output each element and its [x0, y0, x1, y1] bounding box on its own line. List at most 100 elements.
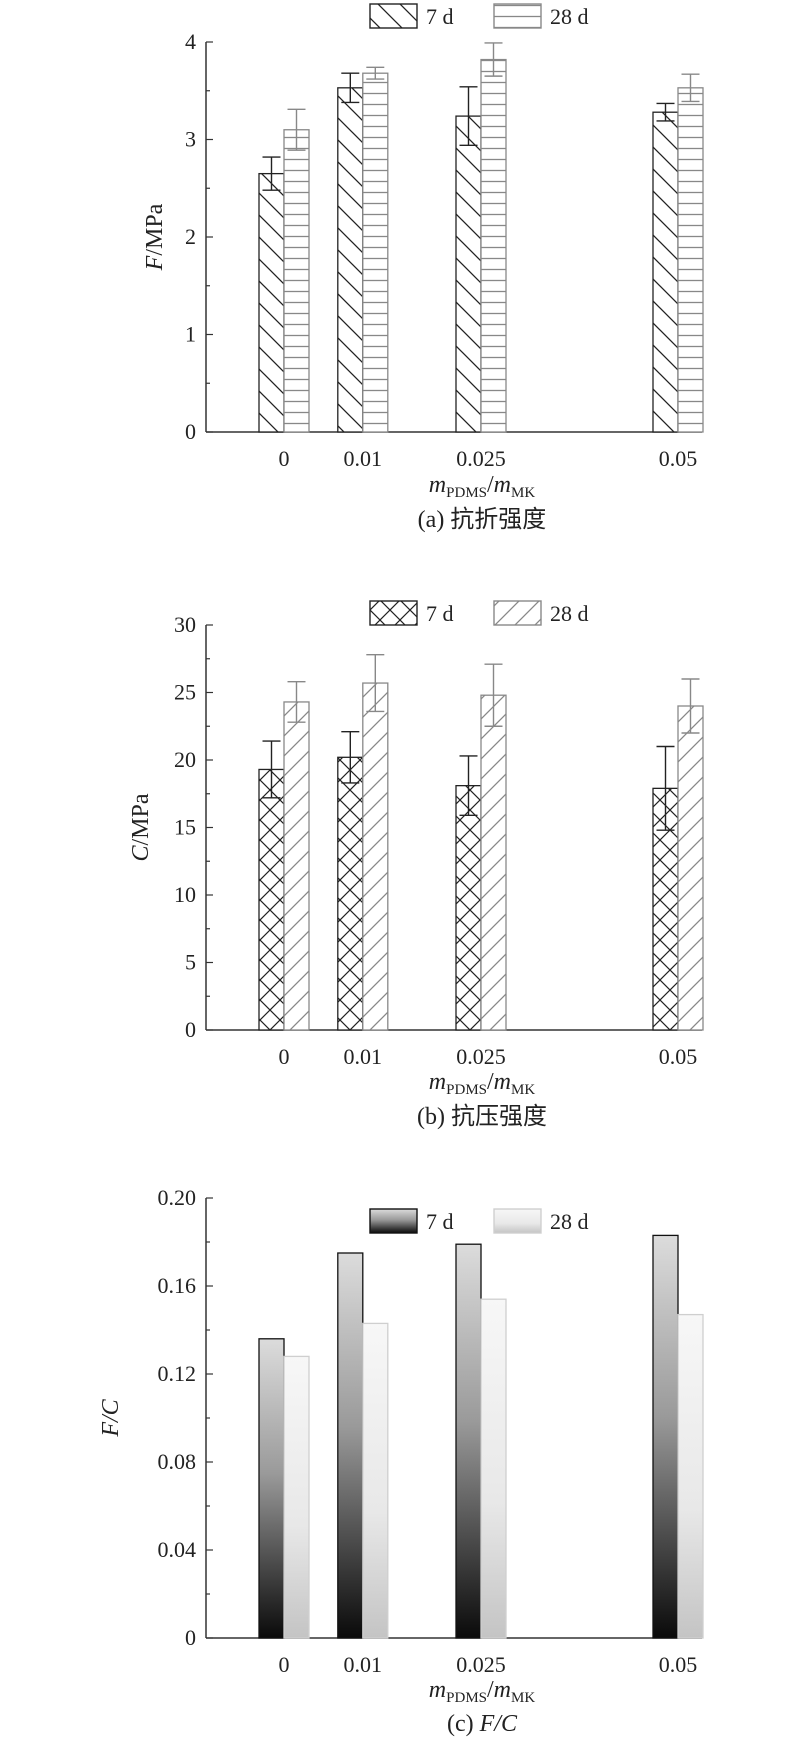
bar-7d	[652, 1234, 679, 1639]
x-axis-label: mPDMS/mMK	[429, 472, 536, 501]
y-tick-label: 25	[174, 680, 196, 705]
y-tick-label: 2	[185, 224, 196, 249]
x-tick-label: 0	[279, 446, 290, 471]
bar-7d	[337, 756, 364, 1031]
bar-28d	[480, 58, 507, 433]
legend-label: 28 d	[550, 1209, 589, 1234]
error-bar	[656, 102, 675, 122]
y-tick-label: 0.20	[158, 1185, 197, 1210]
error-bar	[287, 108, 306, 151]
y-axis-label: F/MPa	[142, 203, 168, 271]
legend-label: 7 d	[426, 601, 454, 626]
x-tick-label: 0	[279, 1044, 290, 1069]
error-bar	[656, 745, 675, 831]
bar-28d	[677, 1313, 704, 1639]
bar-28d	[480, 1298, 507, 1639]
x-tick-label: 0.05	[659, 1652, 698, 1677]
y-tick-label: 30	[174, 612, 196, 637]
error-bar	[366, 66, 385, 80]
x-tick-label: 0.01	[344, 446, 383, 471]
error-bar	[484, 42, 503, 77]
x-label-num-sub: PDMS	[446, 1690, 487, 1706]
bar-7d	[652, 111, 679, 433]
x-tick-label: 0.05	[659, 1044, 698, 1069]
bar-28d	[283, 1355, 310, 1639]
y-tick-label: 0	[185, 1625, 196, 1650]
legend-swatch	[369, 600, 418, 626]
y-axis-label-var: C	[128, 845, 154, 862]
bar-7d	[455, 1243, 482, 1639]
y-axis-label-unit: /MPa	[142, 203, 168, 255]
y-axis-label-var: F/C	[98, 1398, 124, 1437]
bar-28d	[362, 72, 389, 433]
x-axis-label: mPDMS/mMK	[429, 1069, 536, 1098]
x-axis-label: mPDMS/mMK	[429, 1677, 536, 1706]
legend-swatch	[493, 600, 542, 626]
error-bar	[341, 730, 360, 784]
y-tick-label: 0.08	[158, 1449, 197, 1474]
bar-28d	[362, 1322, 389, 1639]
y-tick-label: 3	[185, 127, 196, 152]
y-tick-label: 0	[185, 1017, 196, 1042]
x-tick-label: 0.05	[659, 446, 698, 471]
error-bar	[262, 156, 281, 191]
bar-7d	[258, 172, 285, 433]
y-tick-label: 0.16	[158, 1273, 197, 1298]
x-tick-label: 0.01	[344, 1044, 383, 1069]
y-axis-label: F/C	[98, 1398, 124, 1437]
error-bar	[287, 681, 306, 723]
caption-var: F/C	[479, 1711, 518, 1737]
chart-caption: (a) 抗折强度	[418, 506, 547, 533]
error-bar	[459, 86, 478, 147]
x-label-slash: /	[487, 472, 494, 498]
chart-caption: (c) F/C	[447, 1711, 518, 1737]
x-label-num: m	[429, 1677, 446, 1703]
y-tick-label: 0.04	[158, 1537, 197, 1562]
error-bar	[366, 654, 385, 713]
bar-28d	[677, 87, 704, 433]
legend: 7 d 28 d	[369, 1208, 589, 1234]
x-label-num: m	[429, 472, 446, 498]
y-tick-label: 4	[185, 29, 196, 54]
bar-7d	[258, 768, 285, 1031]
legend-label: 28 d	[550, 601, 589, 626]
legend-label: 7 d	[426, 1209, 454, 1234]
bar-7d	[337, 1252, 364, 1639]
x-label-num: m	[429, 1069, 446, 1095]
y-tick-label: 15	[174, 815, 196, 840]
x-label-slash: /	[487, 1069, 494, 1095]
error-bar	[681, 678, 700, 734]
error-bar	[681, 73, 700, 103]
y-tick-label: 0	[185, 419, 196, 444]
legend-label: 28 d	[550, 4, 589, 29]
x-tick-label: 0.025	[456, 1652, 506, 1677]
legend: 7 d 28 d	[369, 600, 589, 626]
error-bar	[341, 72, 360, 104]
y-tick-label: 20	[174, 747, 196, 772]
x-tick-label: 0.025	[456, 446, 506, 471]
y-tick-label: 0.12	[158, 1361, 197, 1386]
bar-7d	[455, 785, 482, 1031]
y-tick-label: 1	[185, 322, 196, 347]
y-axis-label-var: F	[142, 255, 168, 271]
error-bar	[484, 663, 503, 727]
x-label-den: m	[494, 472, 511, 498]
bar-28d	[362, 682, 389, 1031]
bar-28d	[677, 705, 704, 1031]
x-label-num-sub: PDMS	[446, 1082, 487, 1098]
x-tick-label: 0	[279, 1652, 290, 1677]
x-label-den-sub: MK	[511, 485, 535, 501]
bar-7d	[455, 115, 482, 433]
error-bar	[262, 740, 281, 799]
bar-28d	[283, 129, 310, 433]
x-label-den: m	[494, 1677, 511, 1703]
x-label-den-sub: MK	[511, 1082, 535, 1098]
x-label-slash: /	[487, 1677, 494, 1703]
chart-caption: (b) 抗压强度	[417, 1103, 547, 1130]
y-axis-label: C/MPa	[128, 793, 154, 861]
bar-7d	[258, 1338, 285, 1639]
